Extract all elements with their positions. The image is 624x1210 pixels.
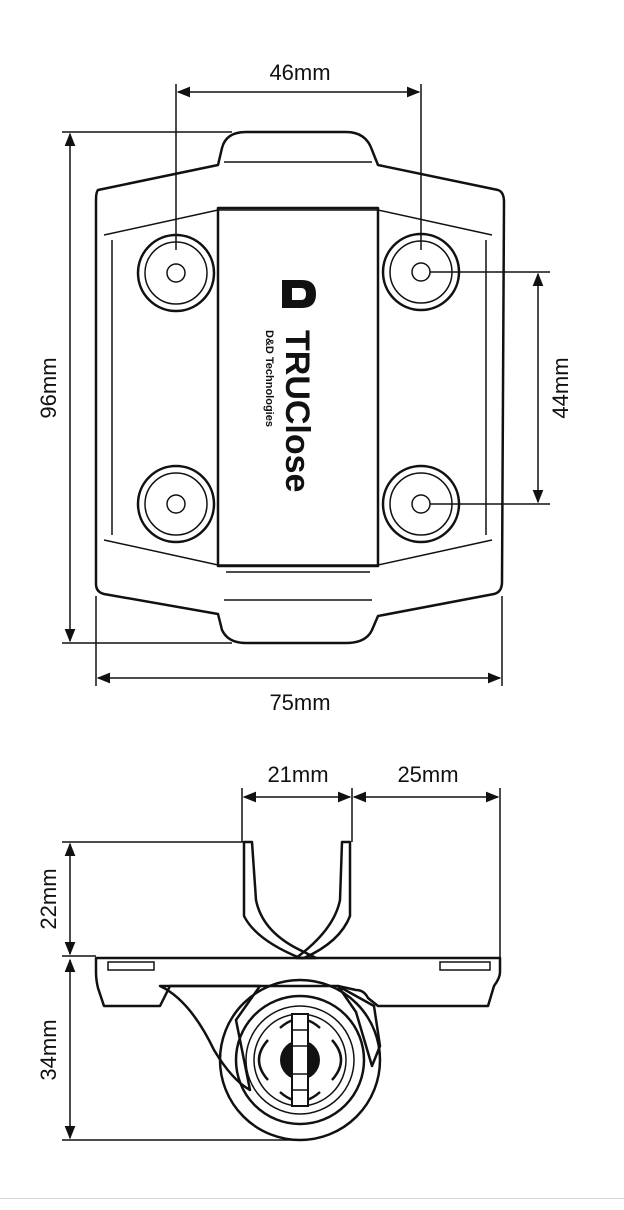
side-arm xyxy=(158,984,262,1092)
dimension-46mm: 46mm xyxy=(175,60,422,250)
dimension-75mm: 75mm xyxy=(95,596,503,715)
side-view: 21mm 25mm 22mm 34mm xyxy=(36,762,502,1142)
dimension-44mm: 44mm xyxy=(430,271,573,505)
side-upright-left xyxy=(242,840,318,960)
dimension-96mm: 96mm xyxy=(36,131,232,644)
dd-logo-icon xyxy=(282,280,316,308)
side-base-plate xyxy=(94,956,502,1008)
dimension-label: 21mm xyxy=(267,762,328,787)
top-side-rails xyxy=(111,240,487,535)
side-upright-right xyxy=(294,840,352,960)
side-base-slots xyxy=(107,961,491,971)
dimension-34mm: 34mm xyxy=(36,958,300,1141)
dimension-label: 46mm xyxy=(269,60,330,85)
dimension-25mm: 25mm xyxy=(352,762,501,958)
top-cap-lines xyxy=(224,161,372,601)
brand-name: TRUClose xyxy=(278,330,316,492)
dimension-label: 22mm xyxy=(36,868,61,929)
dimension-label: 75mm xyxy=(269,690,330,715)
dimension-label: 25mm xyxy=(397,762,458,787)
dimension-label: 34mm xyxy=(36,1019,61,1080)
bottom-divider xyxy=(0,1198,624,1199)
dimension-label: 44mm xyxy=(548,357,573,418)
brand-tagline: D&D Technologies xyxy=(263,330,275,427)
mounting-hole-bottom-left xyxy=(136,464,216,544)
dimension-label: 96mm xyxy=(36,357,61,418)
top-center-plate xyxy=(216,206,380,568)
dimension-21mm: 21mm xyxy=(241,762,353,842)
side-arm-right xyxy=(336,984,382,1068)
top-body-outline xyxy=(94,130,506,645)
dimension-22mm: 22mm xyxy=(36,841,244,957)
top-view: TRUClose D&D Technologies 46mm 96mm 44mm xyxy=(36,60,573,715)
spring-cylinder xyxy=(218,978,382,1142)
